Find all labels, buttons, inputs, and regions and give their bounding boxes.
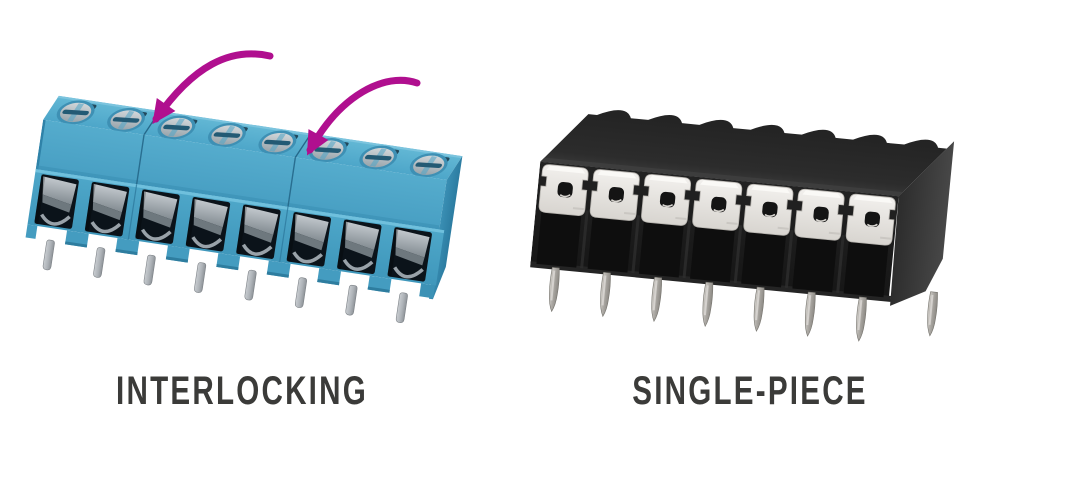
wire-port	[234, 202, 283, 262]
wire-port	[183, 194, 233, 254]
blue-block-wire-cage	[22, 168, 445, 286]
interlocking-caption: INTERLOCKING	[116, 369, 368, 413]
solder-pin	[546, 266, 561, 313]
wire-cavity	[792, 230, 838, 293]
blue-block-feet	[20, 223, 435, 299]
clamp-button	[793, 187, 846, 242]
black-block-side-face	[890, 141, 955, 306]
annotation-arrow-icon	[152, 50, 274, 125]
foot	[20, 223, 38, 239]
wire-port	[82, 179, 132, 239]
solder-pin	[700, 281, 715, 328]
wire-port	[335, 217, 384, 277]
wire-cavity	[741, 225, 787, 288]
clamp-button	[537, 163, 590, 217]
solder-pin	[649, 276, 664, 323]
solder-pin	[751, 286, 766, 333]
wire-port	[133, 187, 182, 246]
wire-port	[385, 225, 435, 284]
section-seam-front	[287, 157, 297, 207]
solder-pin	[395, 292, 409, 324]
solder-pin	[143, 254, 157, 286]
clamp-button	[588, 168, 641, 222]
clamp-button	[742, 182, 795, 237]
section-seam-cage	[279, 206, 289, 263]
clamp-button	[844, 192, 897, 247]
interlocking-terminal-block-image	[20, 95, 463, 324]
blue-block-front-band	[35, 119, 447, 230]
wire-cavity	[843, 235, 889, 298]
section-seam-cage	[127, 184, 138, 240]
wire-cavity	[587, 211, 633, 273]
single-piece-terminal-block-photo	[519, 102, 1024, 427]
wire-cavity	[536, 206, 582, 268]
single-piece-terminal-block-image	[530, 110, 955, 342]
wire-cavities	[536, 206, 889, 298]
single-piece-caption: SINGLE-PIECE	[632, 369, 868, 413]
clamp-button	[691, 177, 744, 232]
wire-cavity	[638, 215, 685, 278]
solder-pin	[294, 276, 308, 309]
wire-port	[284, 210, 334, 269]
solder-pin	[193, 261, 207, 294]
cavity-divider-highlights	[580, 210, 845, 293]
solder-pin	[244, 269, 257, 301]
solder-pin	[853, 296, 868, 342]
wire-port	[32, 172, 81, 231]
solder-pin	[92, 246, 106, 279]
solder-pin	[42, 239, 56, 271]
solder-pin	[802, 291, 817, 338]
foot	[419, 283, 435, 299]
black-block-top-face	[540, 110, 947, 197]
interlocking-terminal-block-photo	[3, 94, 512, 460]
solder-pin	[597, 271, 612, 318]
section-seam-front	[135, 134, 145, 185]
solder-pin	[344, 284, 358, 316]
wire-cavity	[690, 220, 736, 283]
solder-pin	[924, 291, 939, 337]
clamp-button	[640, 173, 693, 227]
